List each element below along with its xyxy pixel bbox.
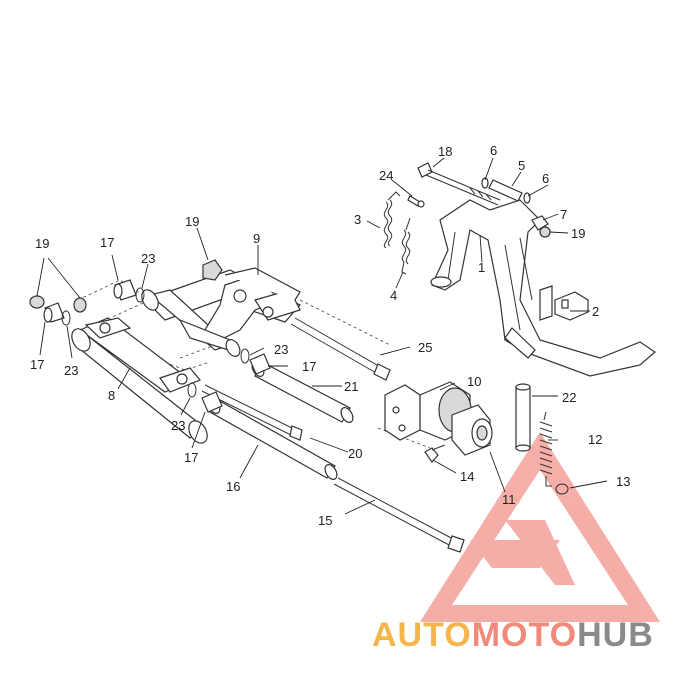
- roller-11: [451, 404, 493, 456]
- callout-10: 10: [467, 374, 481, 389]
- callout-12: 12: [588, 432, 602, 447]
- bushing-17-mid-b: [201, 391, 223, 413]
- spring-12: [539, 411, 553, 487]
- callout-1: 1: [478, 260, 485, 275]
- assembly-guide-line: [77, 279, 151, 319]
- watermark-word-auto: AUTO: [372, 616, 472, 654]
- cap-19-left-b: [73, 297, 87, 313]
- tube-22: [515, 383, 531, 452]
- bushing-17-upper-left: [113, 279, 137, 301]
- callout-23-mid: 23: [274, 342, 288, 357]
- leader-lines: [36, 157, 608, 515]
- callout-5: 5: [518, 158, 525, 173]
- callout-19-center: 19: [185, 214, 199, 229]
- ring-13: [555, 483, 569, 495]
- callout-22: 22: [562, 390, 576, 405]
- watermark-word-hub: HUB: [577, 616, 654, 654]
- watermark-word-moto: MOTO: [472, 616, 577, 654]
- callout-23-upper: 23: [141, 251, 155, 266]
- callout-17-upper: 17: [100, 235, 114, 250]
- callout-14: 14: [460, 469, 474, 484]
- engine-mount-bracket-9: [141, 267, 301, 357]
- assembly-guide-line: [179, 344, 216, 359]
- callout-23-left: 23: [64, 363, 78, 378]
- stand-stop-bracket: [539, 285, 589, 321]
- callout-7: 7: [560, 207, 567, 222]
- callout-24: 24: [379, 168, 393, 183]
- callout-16: 16: [226, 479, 240, 494]
- callout-21: 21: [344, 379, 358, 394]
- callout-20: 20: [348, 446, 362, 461]
- assembly-guide-line: [299, 299, 391, 346]
- o-ring-23-mid-a: [240, 348, 250, 364]
- callout-17-lower: 17: [184, 450, 198, 465]
- stand-spring-right: [401, 217, 411, 275]
- o-ring-23-upper-left: [135, 287, 145, 303]
- mount-tube-8: [71, 317, 208, 444]
- o-ring-23-mid-b: [187, 382, 197, 398]
- callout-2: 2: [592, 304, 599, 319]
- callout-23-lower: 23: [171, 418, 185, 433]
- bolt-14: [424, 444, 446, 463]
- o-ring-23-left: [61, 310, 71, 326]
- bushing-17-mid-a: [249, 353, 271, 375]
- callout-3: 3: [354, 212, 361, 227]
- stand-spring-left: [383, 191, 401, 249]
- stand-pivot-bolt: [417, 162, 501, 206]
- callout-13: 13: [616, 474, 630, 489]
- callout-4: 4: [390, 288, 397, 303]
- stand-nut-washer: [531, 215, 551, 238]
- spring-anchor-pin: [407, 195, 425, 208]
- callout-15: 15: [318, 513, 332, 528]
- callout-6-right: 6: [542, 171, 549, 186]
- mount-bolt-25: [290, 317, 391, 381]
- svg-text:AUTOMOTOHUB: AUTOMOTOHUB: [372, 616, 654, 654]
- callout-6-top: 6: [490, 143, 497, 158]
- callout-8: 8: [108, 388, 115, 403]
- callout-18: 18: [438, 144, 452, 159]
- center-stand: [430, 199, 656, 377]
- long-bolt-15: [333, 477, 465, 553]
- automotohub-watermark: AUTOMOTOHUB: [372, 616, 654, 654]
- callout-11: 11: [502, 492, 516, 507]
- callout-19-right: 19: [571, 226, 585, 241]
- callout-17-left: 17: [30, 357, 44, 372]
- callout-25: 25: [418, 340, 432, 355]
- automotohub-logo-triangle: [420, 432, 660, 622]
- bushing-17-left: [43, 302, 65, 323]
- stand-pin: [481, 177, 531, 204]
- callout-17-mid: 17: [302, 359, 316, 374]
- cap-19-center: [202, 259, 223, 281]
- callout-9: 9: [253, 231, 260, 246]
- cap-19-left-a: [29, 295, 45, 309]
- callout-19-left: 19: [35, 236, 49, 251]
